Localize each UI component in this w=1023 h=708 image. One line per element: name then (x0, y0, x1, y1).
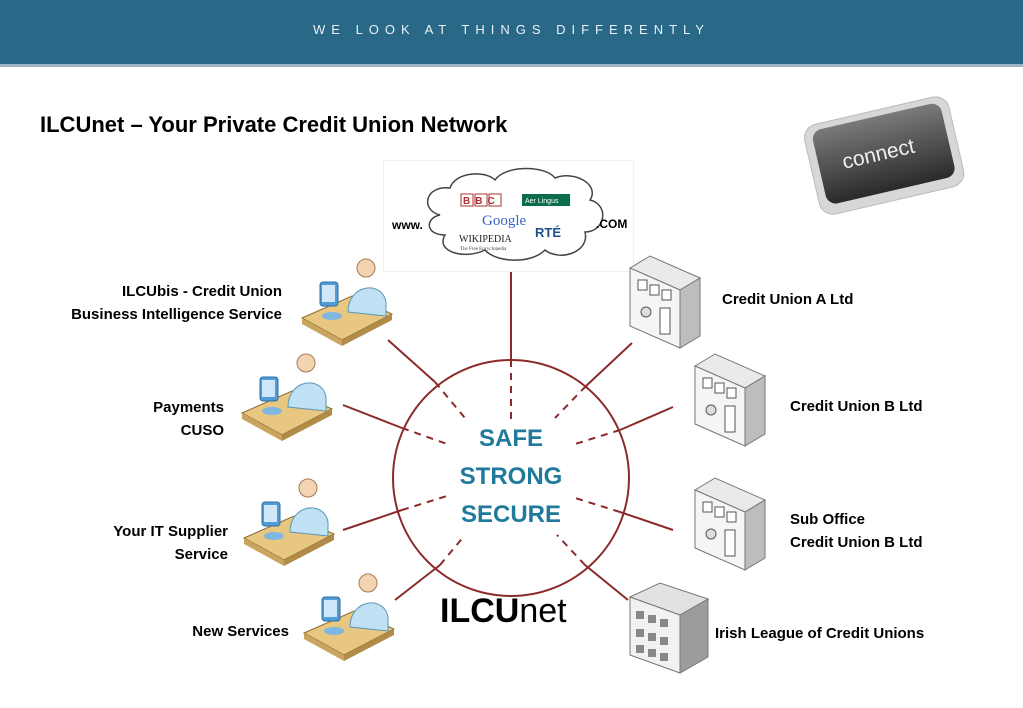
wikipedia-sub: The Free Encyclopedia (460, 247, 507, 252)
center-slogan: SAFE STRONG SECURE (459, 425, 563, 528)
spoke-it (342, 509, 403, 531)
cloud-prefix: www. (391, 218, 423, 232)
cloud-suffix: .COM (596, 217, 627, 231)
building-icon-sub-office (694, 477, 766, 571)
building-icon-league (629, 582, 709, 674)
label-league: Irish League of Credit Unions (715, 625, 925, 642)
cloud-icon (426, 167, 604, 261)
rte-logo: RTÉ (535, 225, 561, 240)
google-logo: Google (482, 213, 527, 229)
aer-logo: Aer Lingus (525, 198, 559, 205)
building-icon-cu-a (629, 255, 701, 349)
label-cu-a: Credit Union A Ltd (722, 291, 854, 308)
label-cu-b: Credit Union B Ltd (790, 398, 923, 415)
spoke-league (584, 564, 629, 601)
spoke-payments (342, 404, 403, 429)
label-new-services: New Services (192, 623, 289, 640)
wikipedia-logo: WIKIPEDIA (459, 234, 513, 245)
spoke-sub (619, 511, 674, 531)
header-banner: WE LOOK AT THINGS DIFFERENTLY (0, 0, 1023, 67)
network-name: ILCUnet (440, 592, 567, 630)
spoke-ilcubis (387, 339, 436, 383)
bbc-logo: BBC (463, 196, 500, 207)
spoke-new (394, 564, 441, 601)
spoke-cua (585, 342, 633, 387)
spoke-cub (619, 406, 674, 431)
building-icon-cu-b (694, 353, 766, 447)
page-title: ILCUnet – Your Private Credit Union Netw… (40, 112, 508, 137)
header-tagline: WE LOOK AT THINGS DIFFERENTLY (313, 22, 710, 37)
